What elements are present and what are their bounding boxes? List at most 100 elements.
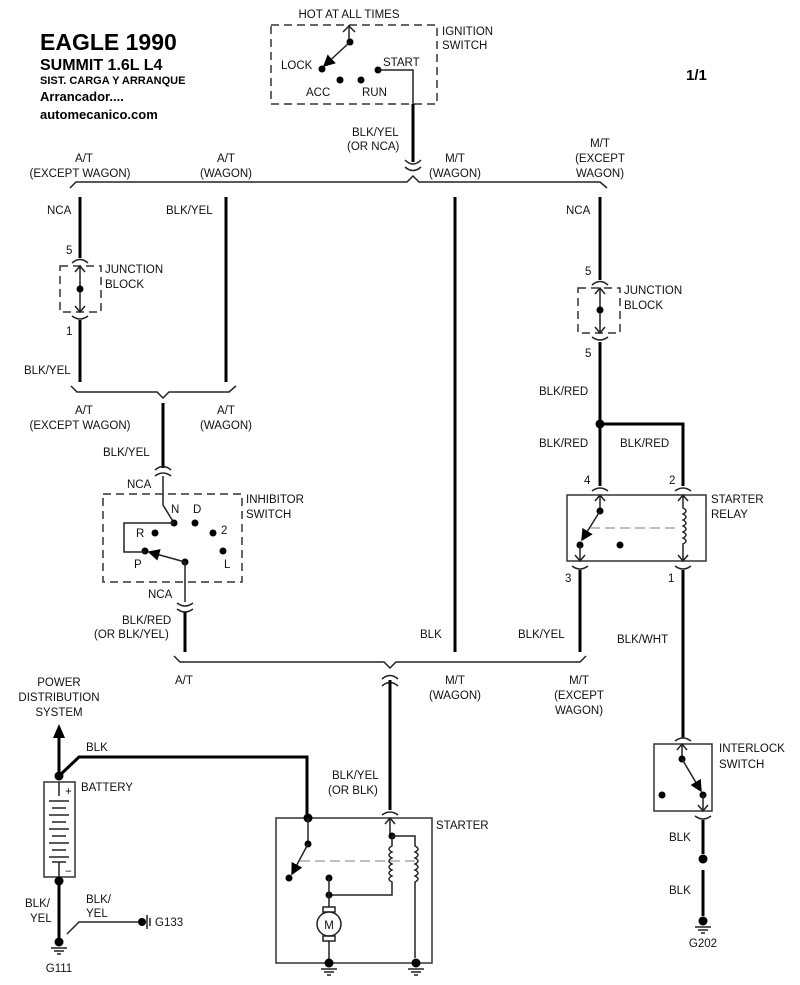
mid-bus-line xyxy=(70,385,237,400)
ignition-switch-name-1: IGNITION xyxy=(442,26,493,38)
g111-wire-label-1: BLK/ xyxy=(25,898,51,910)
starter-wire-label-1: BLK/YEL xyxy=(332,770,379,782)
inhibitor-switch: N D R 2 P L INHIBITOR SWITCH NCA BLK/RED… xyxy=(94,476,304,652)
bottom-branch-1-line2: (WAGON) xyxy=(429,690,481,702)
top-bus-line xyxy=(69,174,608,189)
interlock-name-1: INTERLOCK xyxy=(719,743,785,755)
g133-wire-label-1: BLK/ xyxy=(86,894,112,906)
power-label-1: POWER xyxy=(37,677,80,689)
top-split-bus: A/T (EXCEPT WAGON) A/T (WAGON) M/T (WAGO… xyxy=(30,138,625,189)
ground-symbol-icon xyxy=(51,947,67,955)
d-contact xyxy=(191,519,199,527)
bottom-split-bus: A/T M/T (WAGON) M/T (EXCEPT WAGON) BLK/Y… xyxy=(173,655,604,816)
mid-branch-0-line2: (EXCEPT WAGON) xyxy=(30,420,131,432)
top-branch-1-line1: A/T xyxy=(217,153,235,165)
right-branch: NCA 5 JUNCTION BLOCK 5 BLK/RED BLK/RED B… xyxy=(539,197,685,486)
n-label: N xyxy=(171,504,179,516)
l-contact xyxy=(219,547,227,555)
right-wire-right-label: BLK/RED xyxy=(620,438,669,450)
inhibitor-name-1: INHIBITOR xyxy=(246,494,304,506)
relay-pin-4: 4 xyxy=(584,475,591,487)
2-label: 2 xyxy=(221,525,227,537)
mt-wagon-wire-label: BLK xyxy=(420,629,442,641)
battery-minus-sign: − xyxy=(65,866,72,878)
right-wire-mid-label: BLK/RED xyxy=(539,386,588,398)
d-label: D xyxy=(193,504,201,516)
interlock-arm-icon xyxy=(681,758,702,793)
l-label: L xyxy=(224,559,231,571)
relay-pin-3: 3 xyxy=(565,573,571,585)
inhibitor-name-2: SWITCH xyxy=(246,509,291,521)
relay-pin-1: 1 xyxy=(668,573,674,585)
relay-pin-2: 2 xyxy=(669,475,675,487)
interlock-out-lead xyxy=(697,795,709,813)
battery-label: BATTERY xyxy=(81,782,133,794)
run-contact xyxy=(357,76,365,84)
right-junction-block-box xyxy=(577,287,621,334)
right-coil-wire xyxy=(604,422,685,486)
left-wire-top-label: NCA xyxy=(47,205,72,217)
left-pin-in: 5 xyxy=(66,245,72,257)
r-label: R xyxy=(136,528,144,540)
connector-icon xyxy=(591,487,692,492)
acc-label: ACC xyxy=(306,87,330,99)
right-junction-label-1: JUNCTION xyxy=(624,285,682,297)
switch-arm-icon xyxy=(322,41,351,68)
g111-wire-label-2: YEL xyxy=(30,913,52,925)
hold-in-coil-icon xyxy=(392,835,419,958)
bottom-branch-2-line1: M/T xyxy=(569,675,589,687)
connector-icon xyxy=(342,24,356,33)
ignition-wire-label-2: (OR NCA) xyxy=(347,141,400,153)
mid-wire-label: BLK/YEL xyxy=(103,447,150,459)
g133-ground-icon xyxy=(138,918,146,926)
start-label: START xyxy=(383,57,420,69)
page-number: 1/1 xyxy=(686,67,707,84)
connector-icon xyxy=(591,280,609,286)
motor-brush-bottom xyxy=(322,935,336,942)
relay-coil-icon xyxy=(677,493,689,563)
relay-coil-wire-label: BLK/WHT xyxy=(617,634,668,646)
header-block: EAGLE 1990 SUMMIT 1.6L L4 SIST. CARGA Y … xyxy=(40,29,707,122)
g133-label: G133 xyxy=(155,917,183,929)
p-contact xyxy=(141,547,149,555)
relay-open-contact xyxy=(616,541,624,549)
interlock-switch: INTERLOCK SWITCH BLK BLK G202 xyxy=(653,737,785,950)
g111-label: G111 xyxy=(46,963,72,975)
splice-dot xyxy=(595,419,605,429)
relay-out-wire-label: BLK/YEL xyxy=(518,629,565,641)
ignition-switch-box xyxy=(270,24,438,105)
connector-icon xyxy=(176,602,194,613)
connector-icon xyxy=(71,258,89,264)
header-model: SUMMIT 1.6L L4 xyxy=(40,57,162,74)
bottom-bus-line xyxy=(173,655,587,670)
hot-at-all-times-label: HOT AT ALL TIMES xyxy=(299,9,400,21)
lock-contact xyxy=(318,65,326,73)
motor-label: M xyxy=(324,920,334,932)
right-pin-in: 5 xyxy=(585,266,591,278)
relay-out-lead xyxy=(574,545,586,563)
inhibitor-feed xyxy=(162,476,175,524)
starter: M STARTER xyxy=(275,813,489,976)
left-branch: NCA 5 JUNCTION BLOCK 1 BLK/YEL xyxy=(24,197,163,382)
left-pin-out: 1 xyxy=(66,326,72,338)
top-branch-2-line2: (WAGON) xyxy=(429,168,481,180)
pull-in-coil-icon xyxy=(329,836,394,896)
wiper-arm-icon xyxy=(147,549,186,563)
inhibitor-connector-out: NCA xyxy=(148,589,173,601)
header-make-year: EAGLE 1990 xyxy=(40,29,177,55)
starter-ground-2 xyxy=(411,958,421,968)
arrow-up-icon xyxy=(53,724,65,738)
power-label-3: SYSTEM xyxy=(35,707,82,719)
starter-box xyxy=(275,817,433,964)
starter-arm-icon xyxy=(291,843,309,876)
relay-arm-icon xyxy=(581,510,601,542)
bottom-branch-2-line3: WAGON) xyxy=(555,705,603,717)
run-label: RUN xyxy=(362,87,387,99)
battery-cable xyxy=(57,755,309,817)
starter-label: STARTER xyxy=(436,820,489,832)
r-contact xyxy=(151,529,159,537)
battery-cells-icon xyxy=(49,782,69,877)
at-wagon-wire-label: BLK/YEL xyxy=(166,205,213,217)
inhibitor-wire-label-2: (OR BLK/YEL) xyxy=(94,629,169,641)
top-branch-1-line2: (WAGON) xyxy=(200,168,252,180)
